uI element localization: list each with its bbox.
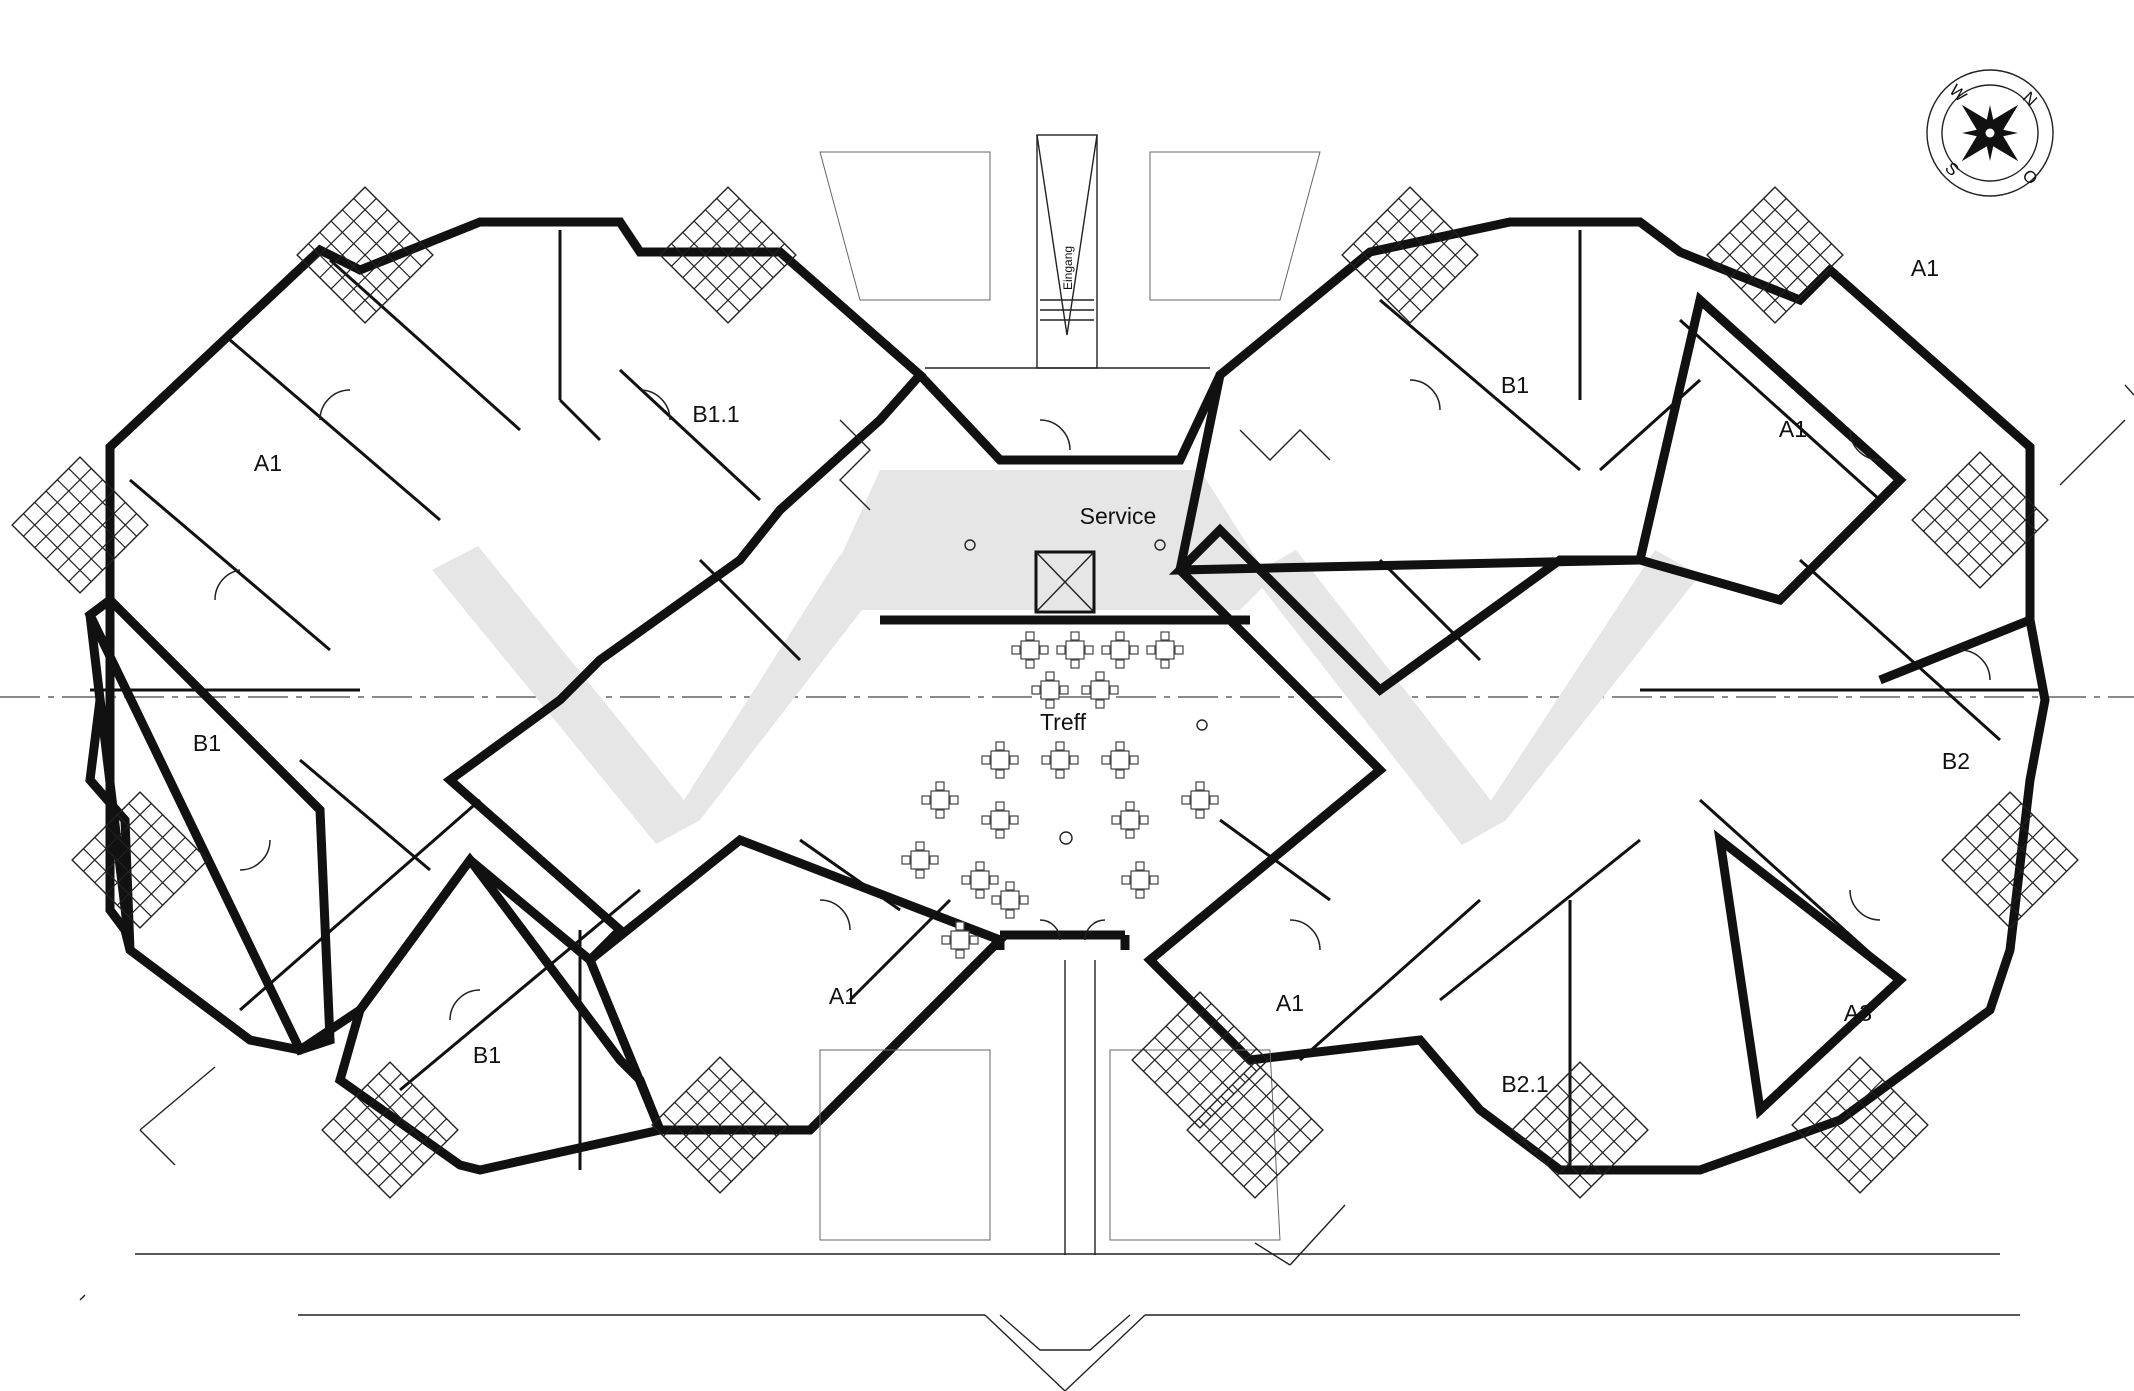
balcony-grids: [11, 186, 2079, 1199]
corridor-shading: [432, 470, 1700, 845]
balcony-grid: [659, 186, 797, 324]
central-core: [880, 371, 1250, 950]
unit-label: A1: [1779, 416, 1807, 442]
balcony-grid: [1791, 1056, 1929, 1194]
compass-ring: [1926, 69, 2054, 197]
unit-label: B1.1: [692, 401, 739, 427]
cafe-table: [1041, 741, 1079, 779]
cafe-table: [1101, 741, 1139, 779]
unit-label: A1: [829, 983, 857, 1009]
balcony-grid: [1186, 1061, 1324, 1199]
cafe-table: [1111, 801, 1149, 839]
cafe-table: [1101, 631, 1139, 669]
unit-label: B1: [473, 1042, 501, 1068]
unit-label: A1: [1911, 255, 1939, 281]
unit-label: B1: [1501, 372, 1529, 398]
right-building: [1143, 217, 2050, 1175]
tables: [901, 631, 1219, 959]
balcony-grid: [1511, 1061, 1649, 1199]
cafe-table: [981, 741, 1019, 779]
street: [79, 384, 2134, 1391]
cafe-table: [921, 781, 959, 819]
balcony-grid: [651, 1056, 789, 1194]
cafe-table: [981, 801, 1019, 839]
cafe-table: [1011, 631, 1049, 669]
cafe-table: [1081, 671, 1119, 709]
balcony-grid: [1911, 451, 2049, 589]
balcony-grid: [1706, 186, 1844, 324]
cafe-table: [941, 921, 979, 959]
balcony-grid: [1131, 991, 1269, 1129]
cafe-table: [901, 841, 939, 879]
unit-label: B2.1: [1501, 1071, 1548, 1097]
unit-label: A1: [1276, 990, 1304, 1016]
columns: [964, 539, 1208, 845]
service-label: Service: [1080, 503, 1157, 529]
cafe-table: [1031, 671, 1069, 709]
balcony-grid: [1341, 186, 1479, 324]
balcony-grid: [11, 456, 149, 594]
cafe-table: [991, 881, 1029, 919]
stairs: [839, 419, 1331, 511]
elevator-shaft: [1034, 550, 1096, 614]
left-interior: [90, 230, 952, 1170]
unit-label: A1: [254, 450, 282, 476]
entrance-paths: [819, 151, 1321, 1255]
cafe-table: [1056, 631, 1094, 669]
right-interior: [1219, 230, 2040, 1170]
unit-label: A3: [1844, 1000, 1872, 1026]
unit-label: B2: [1942, 748, 1970, 774]
cafe-table: [1181, 781, 1219, 819]
cafe-table: [1121, 861, 1159, 899]
entrance: [925, 134, 1210, 369]
treff-label: Treff: [1040, 709, 1087, 735]
balcony-grid: [321, 1061, 459, 1199]
balcony-grid: [296, 186, 434, 324]
left-building: [84, 217, 1009, 1175]
balcony-grid: [1941, 791, 2079, 929]
balcony-grid: [71, 791, 209, 929]
unit-label: B1: [193, 730, 221, 756]
cafe-table: [961, 861, 999, 899]
eingang-label: Eingang: [1061, 246, 1075, 290]
compass: N O S W: [1926, 69, 2054, 197]
labels: Service Treff Eingang A1 B1.1 B1 B1 A1 B…: [193, 246, 1970, 1097]
cafe-table: [1146, 631, 1184, 669]
doors: [214, 379, 1991, 1021]
